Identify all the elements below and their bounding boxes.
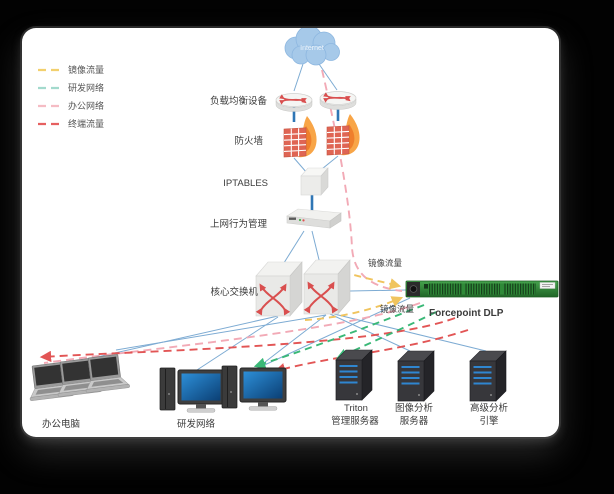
link-sw2-laptops [115,314,327,351]
iptables-icon [300,167,329,196]
core-switch-icon-2 [304,260,350,314]
rd-network-label: 研发网络 [177,418,216,430]
load-balancer-label: 负载均衡设备 [210,95,268,107]
core-switch-label: 核心交换机 [210,286,258,298]
iptables-label: IPTABLES [223,178,268,189]
image-analysis-server-icon [397,350,435,402]
mirror-traffic-annotation-2: 镜像流量 [380,304,415,314]
mirror-traffic-annotation-1: 镜像流量 [368,258,403,268]
desktop-icon-1 [159,367,225,413]
advanced-engine-label-line1: 高级分析 [470,402,509,414]
load-balancer-icon-2 [320,92,356,110]
link-sw2-desktop2 [255,314,327,370]
triton-server-label-line1: Triton [344,403,368,414]
advanced-engine-label-line2: 引擎 [479,415,499,427]
dlp-appliance-icon [405,280,559,298]
load-balancer-icon-1 [276,94,312,112]
legend: 镜像流量 研发网络 办公网络 终端流量 [38,64,104,129]
mirror-traffic-lines [304,263,404,321]
dlp-label: Forcepoint DLP [429,308,504,319]
legend-label-mirror: 镜像流量 [68,64,104,75]
link-sw2-server3 [333,313,487,352]
mirror-line-bottom [304,296,404,321]
legend-label-rd: 研发网络 [68,82,104,93]
core-switch-icon-1 [256,262,302,316]
office-pc-label: 办公电脑 [42,418,80,430]
firewall-label: 防火墙 [234,135,263,147]
link-sw1-desktop1 [196,316,279,371]
legend-label-terminal: 终端流量 [68,118,104,129]
diagram-canvas: 镜像流量 研发网络 办公网络 终端流量 Internet 负载均衡设备 防火墙 … [22,28,559,437]
link-fw1-iptables [293,157,308,174]
triton-server-label-line2: 管理服务器 [331,415,379,427]
behavior-mgmt-icon [286,208,342,229]
internet-label: Internet [300,45,324,52]
office-line-cloud-dlp [321,69,403,292]
office-laptops-icon [25,352,131,402]
legend-label-office: 办公网络 [68,100,104,111]
network-links [39,63,487,375]
link-sw2-server2 [329,313,411,352]
firewall-icon-2 [326,113,361,156]
terminal-line-to-desktops [273,329,469,375]
terminal-traffic-lines [39,317,469,375]
mirror-line-top [319,263,402,290]
office-line-to-laptops [43,302,421,364]
triton-server-icon [335,349,373,401]
image-analysis-label-line2: 服务器 [400,415,429,427]
office-traffic-lines [43,69,421,364]
image-analysis-label-line1: 图像分析 [395,402,434,414]
advanced-engine-server-icon [469,350,507,402]
rd-line-to-desktop2 [253,304,425,369]
terminal-line-to-laptops [39,317,456,363]
desktop-icon-2 [221,365,287,411]
behavior-mgmt-label: 上网行为管理 [210,218,268,230]
firewall-icon-1 [283,115,318,158]
blue-trunks [292,106,340,214]
link-cloud-lb1 [293,63,304,92]
internet-cloud-icon: Internet [284,28,340,66]
link-cloud-lb2 [318,63,338,91]
network-topology-diagram: 镜像流量 研发网络 办公网络 终端流量 Internet 负载均衡设备 防火墙 … [25,28,559,430]
